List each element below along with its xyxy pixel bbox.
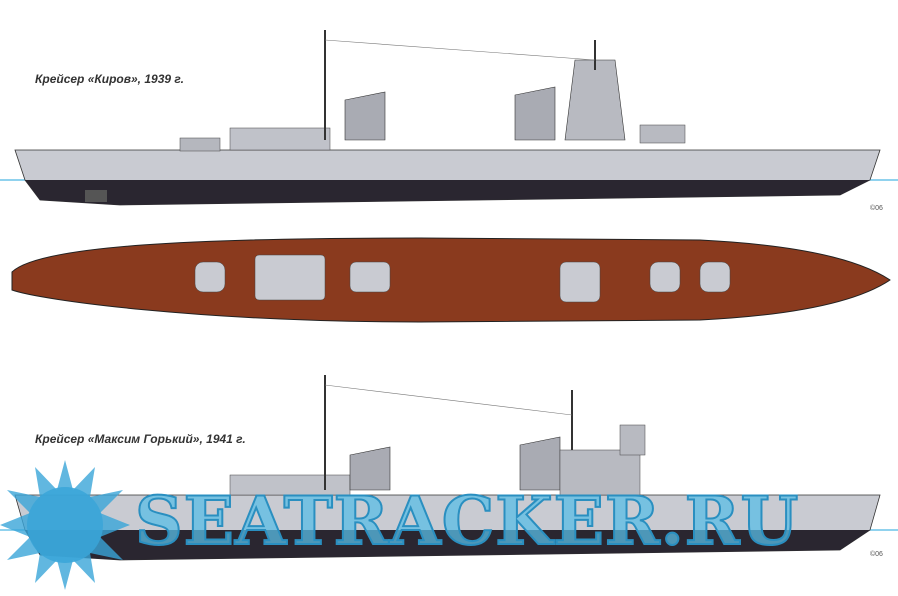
signature-2: ©06 [870,550,883,558]
signature-1: ©06 [870,204,883,212]
kirov-side-profile: ©06 [0,30,898,212]
kirov-top-view [11,237,891,323]
watermark-star-logo [0,460,130,590]
gorky-side-profile: ©06 [0,375,898,561]
kirov-caption: Крейсер «Киров», 1939 г. [35,72,184,86]
gorky-caption: Крейсер «Максим Горький», 1941 г. [35,432,246,446]
watermark-text: SEATRACKER.RU [134,481,800,561]
